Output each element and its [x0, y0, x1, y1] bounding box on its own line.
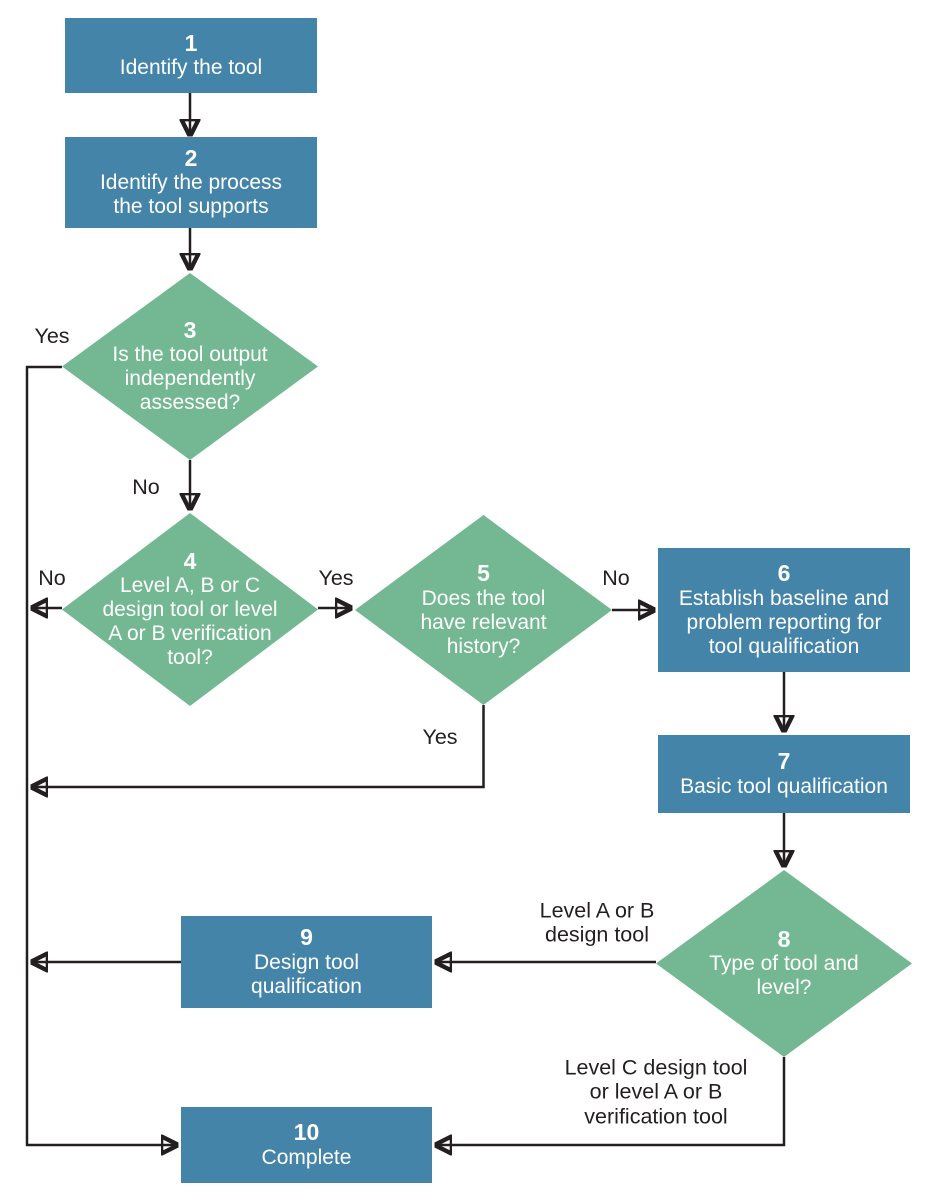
step-label: Level A, B or C design tool or level A o…	[102, 574, 278, 670]
step-number: 8	[777, 925, 791, 952]
step-label: Design tool qualification	[251, 950, 362, 998]
step-number: 3	[183, 316, 197, 343]
edge-label-decision3-yes: Yes	[34, 323, 70, 348]
edge-label-decision5-yes: Yes	[422, 724, 458, 749]
step-label: Is the tool output independently assesse…	[112, 343, 268, 415]
edge-label-decision8-design-tool: Level A or B design tool	[539, 898, 655, 947]
arrow-decision5-yes-to-rail	[33, 705, 485, 787]
edge-label-decision5-no: No	[602, 565, 630, 590]
step-label: Basic tool qualification	[680, 774, 888, 798]
edge-label-decision4-yes: Yes	[318, 565, 354, 590]
step-label: Type of tool and level?	[709, 952, 859, 1000]
step-6-establish-baseline: 6 Establish baseline and problem reporti…	[658, 548, 910, 672]
step-7-basic-tool-qualification: 7 Basic tool qualification	[658, 735, 910, 813]
step-1-identify-tool: 1 Identify the tool	[65, 18, 317, 93]
step-10-complete: 10 Complete	[181, 1107, 432, 1183]
step-number: 10	[293, 1119, 320, 1146]
step-label: Identify the tool	[119, 56, 263, 80]
step-number: 7	[777, 748, 791, 775]
edge-label-decision4-no: No	[38, 565, 66, 590]
edge-label-decision8-verification-tool: Level C design tool or level A or B veri…	[564, 1055, 748, 1129]
step-2-identify-process: 2 Identify the process the tool supports	[65, 137, 317, 228]
step-number: 9	[300, 924, 313, 951]
step-number: 6	[777, 560, 791, 587]
step-label: Identify the process the tool supports	[99, 171, 283, 219]
step-number: 1	[184, 29, 198, 56]
step-number: 5	[477, 560, 490, 587]
step-label: Complete	[261, 1145, 352, 1169]
step-label: Establish baseline and problem reporting…	[678, 586, 890, 658]
step-label: Does the tool have relevant history?	[420, 586, 547, 658]
arrow-decision8-to-step10	[437, 1057, 786, 1145]
step-number: 2	[184, 144, 198, 171]
step-number: 4	[183, 547, 197, 574]
edge-label-decision3-no: No	[132, 474, 160, 499]
rail-yes-to-step10	[25, 365, 176, 1145]
step-9-design-tool-qualification: 9 Design tool qualification	[181, 916, 432, 1008]
